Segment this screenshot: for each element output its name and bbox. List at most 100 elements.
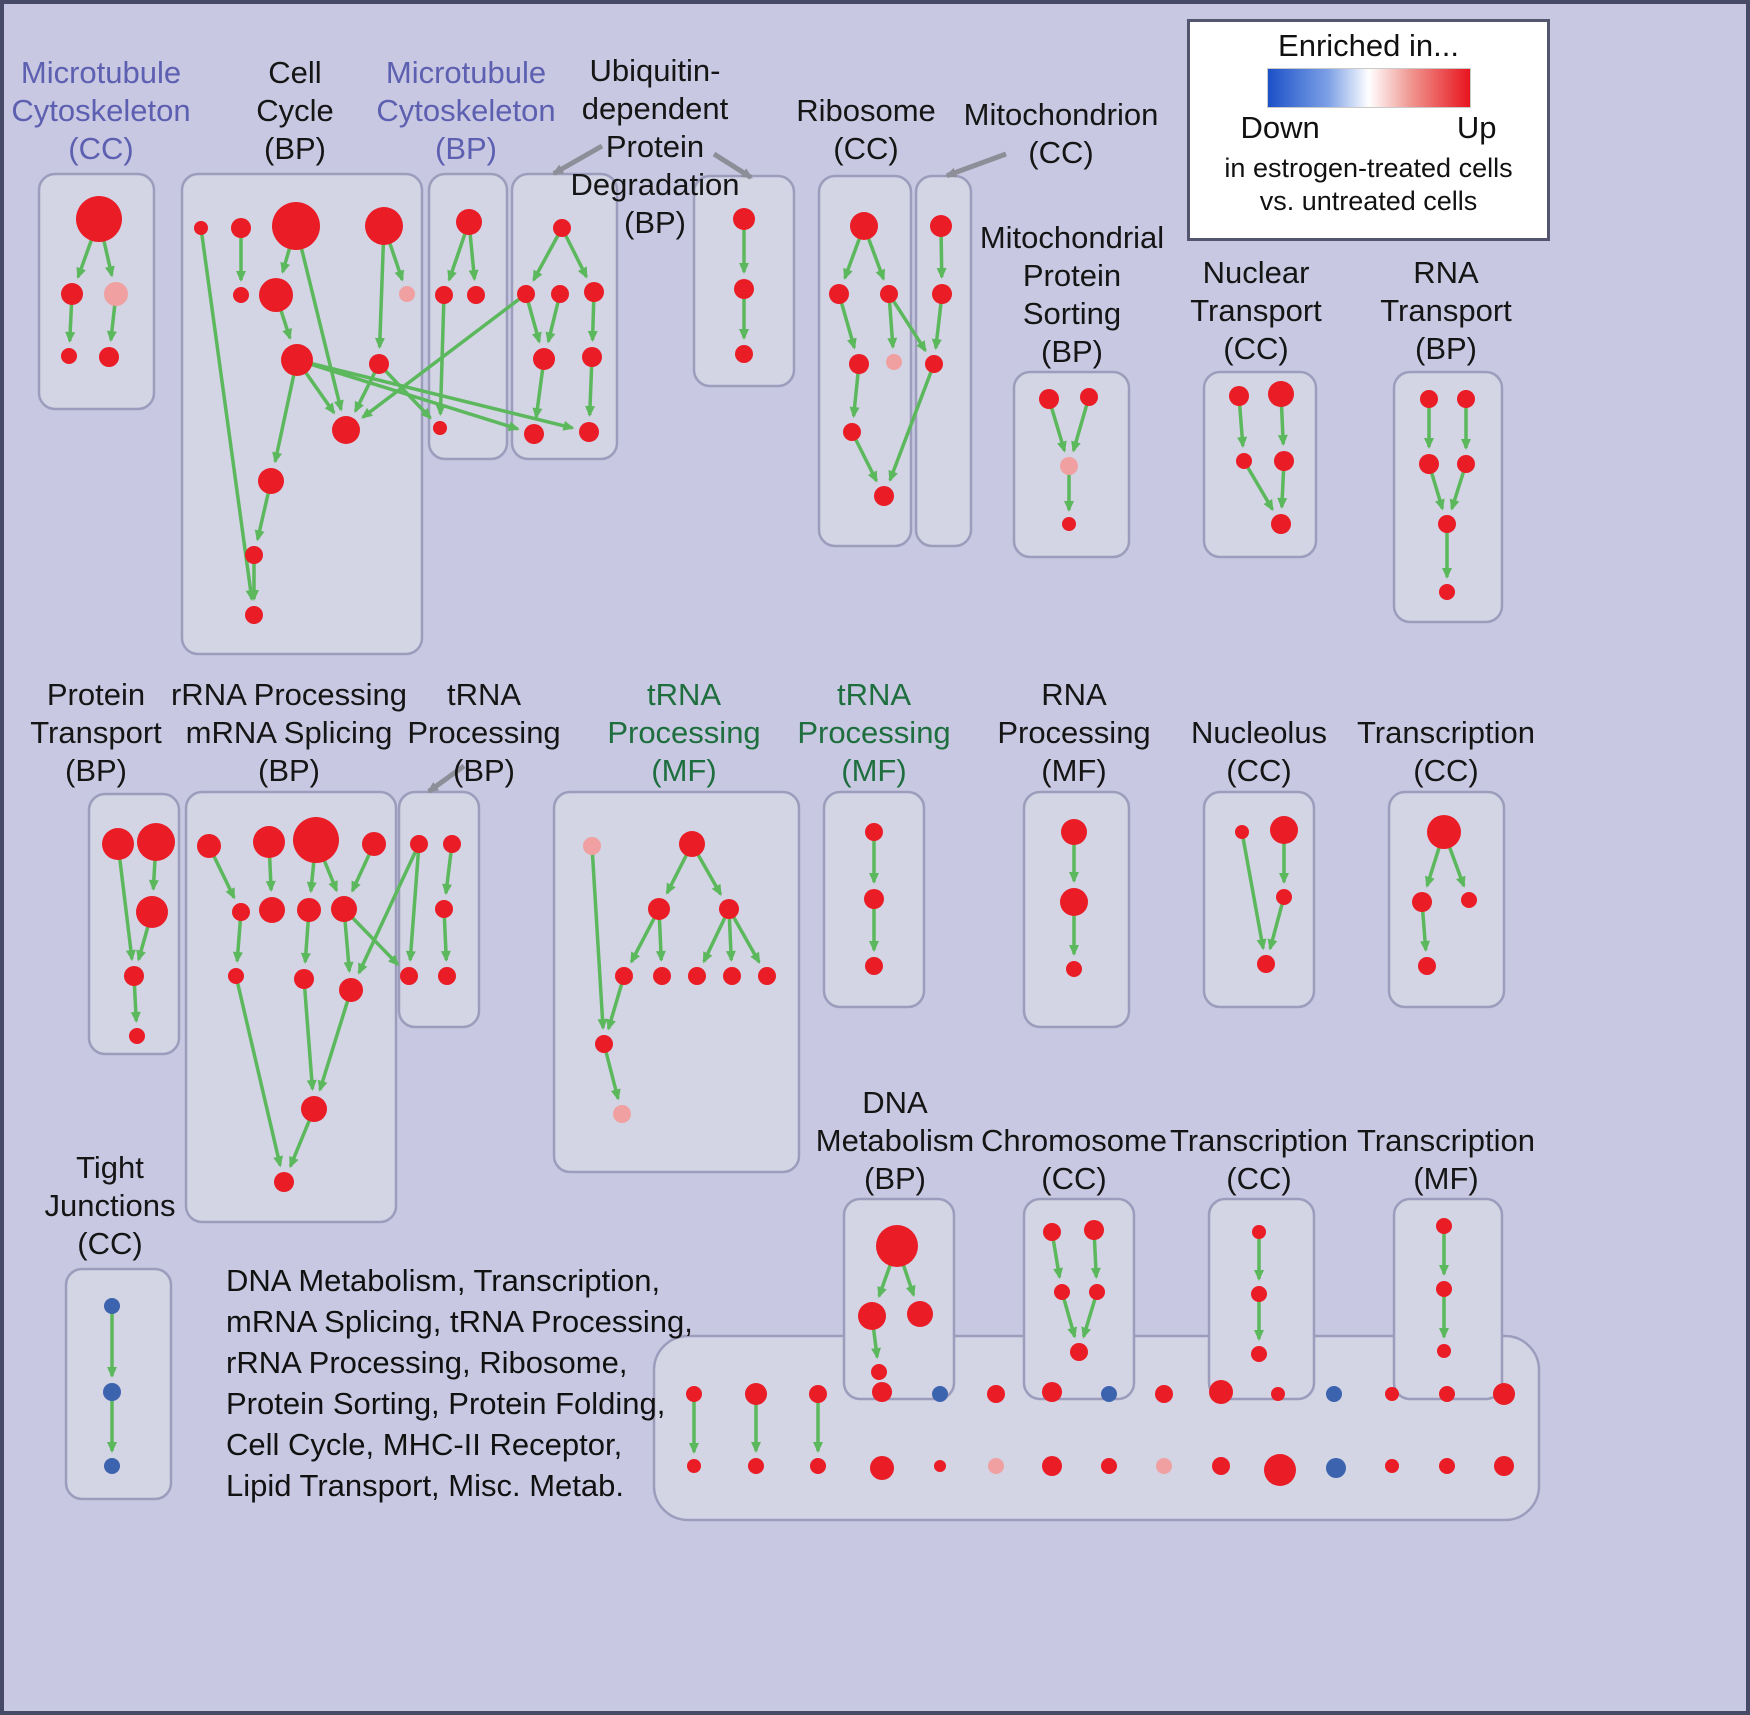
go-term-node[interactable] [1270,816,1298,844]
go-term-node[interactable] [1054,1284,1070,1300]
go-term-node[interactable] [745,1383,767,1405]
go-term-node[interactable] [435,900,453,918]
go-term-node[interactable] [1326,1458,1346,1478]
go-term-node[interactable] [583,837,601,855]
go-term-node[interactable] [865,957,883,975]
go-term-node[interactable] [1251,1346,1267,1362]
go-term-node[interactable] [1042,1456,1062,1476]
go-term-node[interactable] [1436,1218,1452,1234]
go-term-node[interactable] [1385,1459,1399,1473]
go-term-node[interactable] [435,286,453,304]
go-term-node[interactable] [272,202,320,250]
go-term-node[interactable] [1251,1286,1267,1302]
go-term-node[interactable] [849,354,869,374]
go-term-node[interactable] [579,422,599,442]
go-term-node[interactable] [1209,1380,1233,1404]
go-term-node[interactable] [362,832,386,856]
go-term-node[interactable] [871,1364,887,1380]
go-term-node[interactable] [259,897,285,923]
go-term-node[interactable] [582,347,602,367]
go-term-node[interactable] [679,831,705,857]
go-term-node[interactable] [934,1460,946,1472]
go-term-node[interactable] [1427,815,1461,849]
go-term-node[interactable] [137,823,175,861]
go-term-node[interactable] [987,1385,1005,1403]
go-term-node[interactable] [876,1225,918,1267]
go-term-node[interactable] [1089,1284,1105,1300]
go-term-node[interactable] [332,416,360,444]
go-term-node[interactable] [1326,1386,1342,1402]
go-term-node[interactable] [872,1382,892,1402]
go-term-node[interactable] [1420,390,1438,408]
go-term-node[interactable] [281,344,313,376]
go-term-node[interactable] [1412,892,1432,912]
go-term-node[interactable] [1385,1387,1399,1401]
go-term-node[interactable] [1418,957,1436,975]
go-term-node[interactable] [103,1383,121,1401]
go-term-node[interactable] [293,817,339,863]
go-term-node[interactable] [1060,457,1078,475]
go-term-node[interactable] [233,287,249,303]
go-term-node[interactable] [438,967,456,985]
go-term-node[interactable] [735,345,753,363]
go-term-node[interactable] [688,967,706,985]
go-term-node[interactable] [733,208,755,230]
go-term-node[interactable] [1235,825,1249,839]
go-term-node[interactable] [467,286,485,304]
go-term-node[interactable] [301,1096,327,1122]
go-term-node[interactable] [686,1386,702,1402]
go-term-node[interactable] [1457,390,1475,408]
go-term-node[interactable] [553,219,571,237]
go-term-node[interactable] [456,209,482,235]
go-term-node[interactable] [1419,454,1439,474]
go-term-node[interactable] [1062,517,1076,531]
go-term-node[interactable] [1101,1386,1117,1402]
go-term-node[interactable] [584,282,604,302]
go-term-node[interactable] [719,899,739,919]
go-term-node[interactable] [294,969,314,989]
go-term-node[interactable] [1461,892,1477,908]
go-term-node[interactable] [874,486,894,506]
go-term-node[interactable] [829,284,849,304]
go-term-node[interactable] [734,279,754,299]
go-term-node[interactable] [443,835,461,853]
go-term-node[interactable] [197,834,221,858]
go-term-node[interactable] [988,1458,1004,1474]
go-term-node[interactable] [433,421,447,435]
go-term-node[interactable] [259,278,293,312]
go-term-node[interactable] [533,348,555,370]
go-term-node[interactable] [369,354,389,374]
go-term-node[interactable] [595,1035,613,1053]
go-term-node[interactable] [687,1459,701,1473]
go-term-node[interactable] [1080,388,1098,406]
go-term-node[interactable] [1060,888,1088,916]
go-term-node[interactable] [850,212,878,240]
go-term-node[interactable] [399,286,415,302]
go-term-node[interactable] [758,967,776,985]
go-term-node[interactable] [339,978,363,1002]
go-term-node[interactable] [245,606,263,624]
go-term-node[interactable] [1156,1458,1172,1474]
go-term-node[interactable] [1257,955,1275,973]
go-term-node[interactable] [400,967,418,985]
go-term-node[interactable] [864,889,884,909]
go-term-node[interactable] [858,1302,886,1330]
go-term-node[interactable] [410,835,428,853]
go-term-node[interactable] [76,196,122,242]
go-term-node[interactable] [136,896,168,928]
go-term-node[interactable] [331,896,357,922]
go-term-node[interactable] [880,285,898,303]
go-term-node[interactable] [1274,451,1294,471]
go-term-node[interactable] [245,546,263,564]
go-term-node[interactable] [551,285,569,303]
go-term-node[interactable] [1212,1457,1230,1475]
go-term-node[interactable] [1437,1344,1451,1358]
go-term-node[interactable] [723,967,741,985]
go-term-node[interactable] [1043,1223,1061,1241]
go-term-node[interactable] [258,468,284,494]
go-term-node[interactable] [843,423,861,441]
go-term-node[interactable] [1271,514,1291,534]
go-term-node[interactable] [930,215,952,237]
go-term-node[interactable] [1101,1458,1117,1474]
go-term-node[interactable] [1436,1281,1452,1297]
